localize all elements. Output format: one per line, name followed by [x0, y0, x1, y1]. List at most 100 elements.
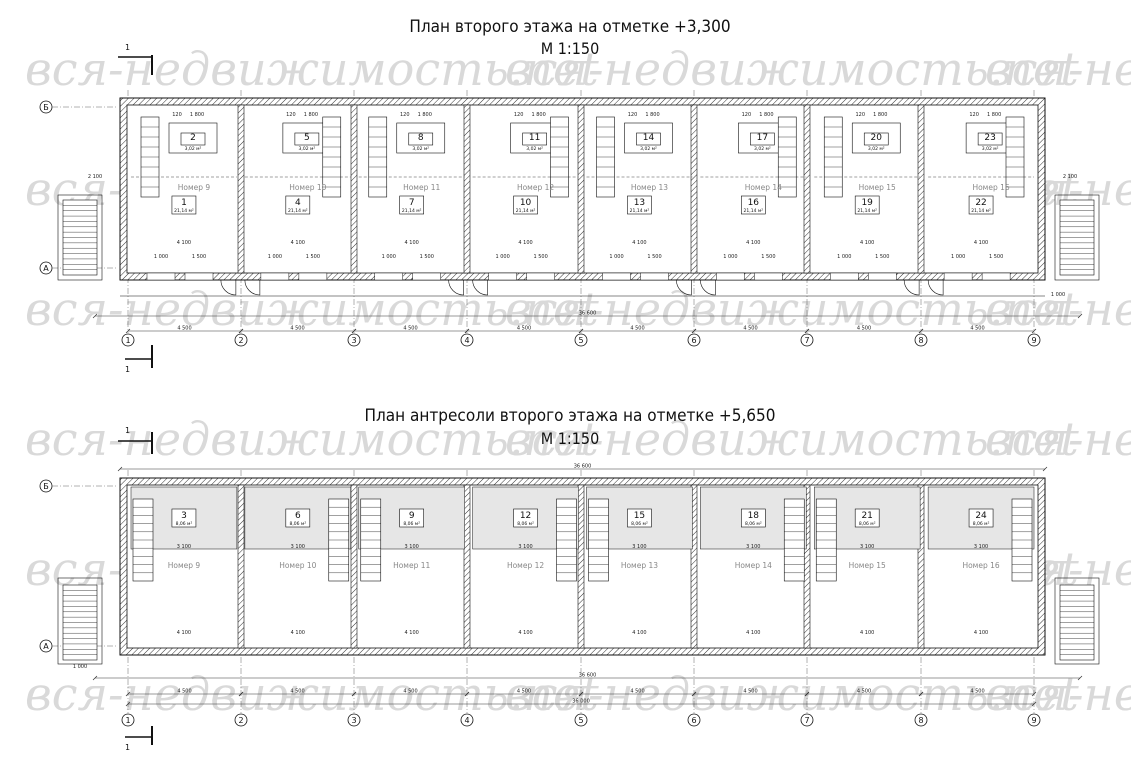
- room-tag: [171, 195, 197, 215]
- dimension-tick: [578, 328, 584, 334]
- room-tag: [627, 195, 652, 215]
- axis-bubble-9: [1027, 333, 1041, 347]
- room-number: 16: [748, 198, 760, 208]
- dimension-tick: [804, 691, 810, 697]
- room-tag: [285, 508, 311, 528]
- dimension-label: 1 500: [989, 254, 1003, 260]
- unit-label: Номер 13: [621, 561, 658, 570]
- axis-bubble-2: [234, 333, 248, 347]
- room-area: 3,02 м²: [640, 146, 657, 152]
- unit-label: Номер 14: [745, 183, 782, 192]
- party-wall: [237, 484, 245, 649]
- room-tag: [399, 508, 424, 528]
- dimension-label: 4 500: [743, 326, 757, 332]
- dimension-label: 1 500: [647, 254, 661, 260]
- axis-bubble-7: [800, 333, 814, 347]
- side-stair-frame: [57, 577, 103, 665]
- room-tag: [636, 132, 661, 146]
- unit-label: Номер 15: [849, 561, 886, 570]
- dimension-label: 3 100: [746, 544, 760, 550]
- room-tag: [627, 508, 652, 528]
- door-swing: [700, 279, 716, 296]
- dimension-label: 120: [400, 112, 410, 118]
- dimension-label: 4 500: [630, 689, 644, 695]
- room-number: 12: [520, 511, 531, 521]
- dimension-label: 1 000: [268, 254, 282, 260]
- dimension-label: 4 100: [291, 240, 305, 246]
- dimension-label: 4 500: [517, 326, 531, 332]
- room-number: 22: [975, 198, 986, 208]
- dimension-label: 120: [855, 112, 865, 118]
- room-tag: [741, 195, 766, 215]
- dimension-label: 4 100: [518, 240, 532, 246]
- unit-label: Номер 13: [631, 183, 668, 192]
- axis-bubble-8: [914, 333, 928, 347]
- window: [488, 272, 517, 281]
- dimension-label: 1 500: [761, 254, 775, 260]
- party-wall: [463, 104, 471, 274]
- party-wall: [237, 104, 245, 274]
- axis-number-4: 4: [464, 336, 469, 345]
- dimension-label: 4 100: [291, 630, 305, 636]
- room-number: 4: [295, 198, 301, 208]
- section-marker-top-2: 1: [118, 426, 153, 454]
- axis-bubble-6: [687, 333, 701, 347]
- dimension-label: 4 500: [970, 689, 984, 695]
- room-area: 21,14 м²: [744, 208, 764, 214]
- unit-label: Номер 16: [972, 183, 1009, 192]
- dimension-label: 1 500: [420, 254, 434, 260]
- room-area: 3,02 м²: [754, 146, 771, 152]
- window: [640, 272, 669, 281]
- axis-bubble-3: [347, 333, 361, 347]
- room-number: 15: [634, 511, 645, 521]
- dimension-label: 1 000: [723, 254, 737, 260]
- side-stair-frame: [57, 194, 103, 281]
- room-area: 3,02 м²: [868, 146, 885, 152]
- section-marker-top-1: 1: [118, 43, 153, 75]
- room-tag: [968, 508, 994, 528]
- dimension-label: 3 100: [974, 544, 988, 550]
- axis-number-1: 1: [125, 336, 130, 345]
- dimension-label: 1 000: [382, 254, 396, 260]
- dimension-tick: [1031, 328, 1037, 334]
- room-area: 3,02 м²: [185, 146, 202, 152]
- axis-bubble-3: [347, 713, 361, 727]
- unit-label: Номер 12: [507, 561, 544, 570]
- room-area: 8,06 м²: [859, 521, 876, 527]
- dimension-tick: [804, 328, 810, 334]
- axis-number-6: 6: [691, 336, 696, 345]
- dimension-label: 1 800: [759, 112, 773, 118]
- axis-number-8: 8: [918, 716, 923, 725]
- dimension-label: 36 600: [579, 673, 597, 679]
- window: [602, 272, 631, 281]
- axis-bubble-5: [574, 333, 588, 347]
- dimension-label: 1 000: [73, 664, 87, 670]
- room-area: 21,14 м²: [630, 208, 650, 214]
- axis-bubble-4: [460, 713, 474, 727]
- axis-bubble-2: [234, 713, 248, 727]
- dimension-label: 1 800: [418, 112, 432, 118]
- room-tag: [977, 132, 1003, 146]
- dimension-label: 36 600: [574, 464, 592, 470]
- room-tag: [513, 508, 538, 528]
- dimension-label: 4 100: [746, 240, 760, 246]
- dimension-label: 4 100: [405, 630, 419, 636]
- room-number: 19: [861, 198, 873, 208]
- dimension-label: 4 500: [630, 326, 644, 332]
- dimension-label: 4 500: [403, 689, 417, 695]
- window: [298, 272, 328, 281]
- party-wall: [917, 484, 925, 649]
- window: [981, 272, 1011, 281]
- dimension-label: 4 500: [517, 689, 531, 695]
- dimension-tick: [92, 675, 98, 681]
- door-swing: [244, 279, 261, 296]
- room-area: 8,06 м²: [289, 521, 306, 527]
- room-tag: [750, 132, 775, 146]
- unit-label: Номер 11: [403, 183, 440, 192]
- svg-text:1: 1: [125, 426, 130, 435]
- dimension-label: 2 100: [1063, 174, 1077, 180]
- dimension-label: 4 500: [857, 326, 871, 332]
- dimension-label: 4 100: [177, 240, 191, 246]
- door-swing: [448, 279, 464, 296]
- unit-label: Номер 15: [859, 183, 896, 192]
